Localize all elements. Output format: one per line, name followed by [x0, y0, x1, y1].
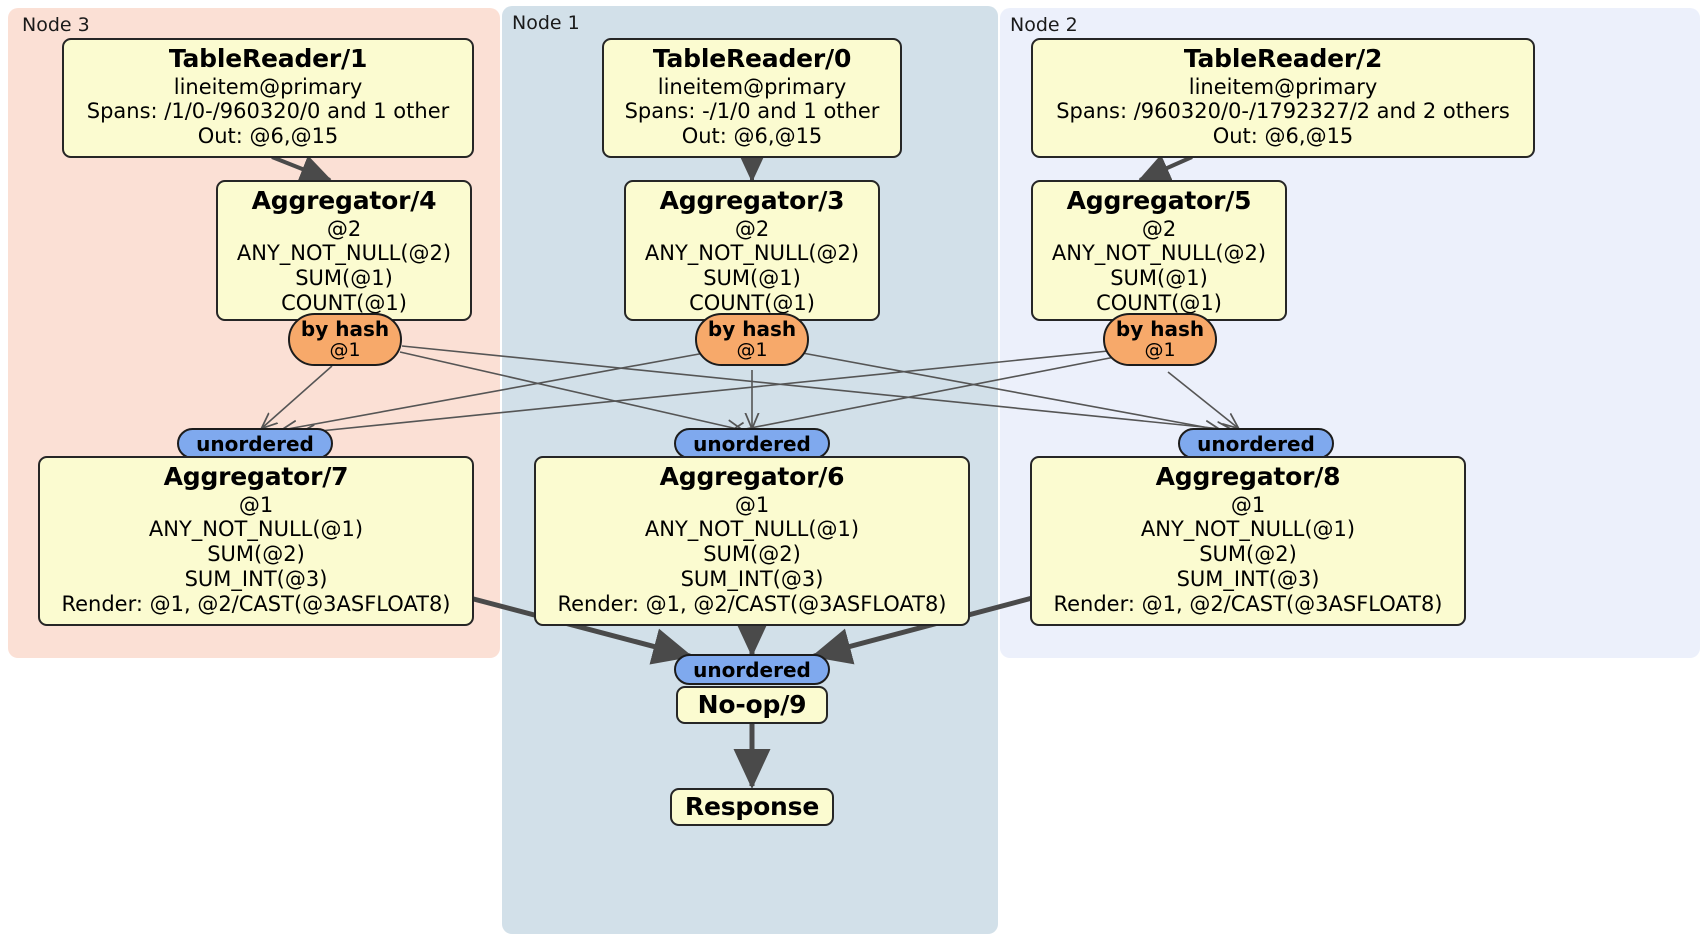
synchronizer-title: unordered [1197, 431, 1315, 456]
processor-detail: SUM(@2) [207, 542, 305, 567]
processor-detail: Render: @1, @2/CAST(@3ASFLOAT8) [557, 591, 947, 616]
processor-detail: SUM(@1) [295, 266, 393, 291]
processor-detail: Spans: /1/0-/960320/0 and 1 other [86, 99, 450, 124]
processor-aggregator-3[interactable]: Aggregator/3 @2 ANY_NOT_NULL(@2) SUM(@1)… [624, 180, 880, 321]
processor-title: No-op/9 [697, 690, 807, 720]
processor-title: Aggregator/7 [163, 462, 349, 491]
processor-title: Aggregator/3 [659, 186, 845, 215]
processor-title: Response [684, 792, 820, 822]
processor-detail: ANY_NOT_NULL(@1) [148, 517, 364, 542]
router-sub: @1 [329, 339, 361, 362]
processor-title: TableReader/1 [168, 44, 368, 73]
node-label-node2: Node 2 [1010, 14, 1078, 36]
processor-detail: SUM_INT(@3) [184, 566, 328, 591]
synchronizer-unordered-middle[interactable]: unordered [674, 428, 830, 459]
processor-detail: Render: @1, @2/CAST(@3ASFLOAT8) [1053, 591, 1443, 616]
processor-detail: Out: @6,@15 [197, 124, 339, 149]
processor-detail: SUM(@1) [703, 266, 801, 291]
router-sub: @1 [1144, 339, 1176, 362]
processor-aggregator-5[interactable]: Aggregator/5 @2 ANY_NOT_NULL(@2) SUM(@1)… [1031, 180, 1287, 321]
synchronizer-title: unordered [196, 431, 314, 456]
processor-detail: Out: @6,@15 [681, 124, 823, 149]
synchronizer-title: unordered [693, 657, 811, 682]
processor-detail: lineitem@primary [1188, 74, 1378, 99]
processor-detail: SUM(@2) [703, 542, 801, 567]
processor-title: Aggregator/6 [659, 462, 845, 491]
processor-detail: COUNT(@1) [281, 290, 407, 315]
processor-aggregator-4[interactable]: Aggregator/4 @2 ANY_NOT_NULL(@2) SUM(@1)… [216, 180, 472, 321]
processor-detail: @2 [326, 216, 362, 241]
processor-detail: lineitem@primary [173, 74, 363, 99]
processor-detail: Render: @1, @2/CAST(@3ASFLOAT8) [61, 591, 451, 616]
processor-detail: @1 [1230, 492, 1266, 517]
synchronizer-unordered-right[interactable]: unordered [1178, 428, 1334, 459]
processor-aggregator-7[interactable]: Aggregator/7 @1 ANY_NOT_NULL(@1) SUM(@2)… [38, 456, 474, 626]
synchronizer-unordered-left[interactable]: unordered [177, 428, 333, 459]
processor-detail: ANY_NOT_NULL(@2) [644, 241, 860, 266]
processor-aggregator-8[interactable]: Aggregator/8 @1 ANY_NOT_NULL(@1) SUM(@2)… [1030, 456, 1466, 626]
synchronizer-title: unordered [693, 431, 811, 456]
processor-tablereader-1[interactable]: TableReader/1 lineitem@primary Spans: /1… [62, 38, 474, 158]
processor-response[interactable]: Response [670, 788, 834, 826]
processor-detail: Spans: -/1/0 and 1 other [624, 99, 880, 124]
processor-detail: SUM(@1) [1110, 266, 1208, 291]
router-by-hash-middle[interactable]: by hash @1 [695, 313, 809, 366]
processor-detail: lineitem@primary [657, 74, 847, 99]
router-title: by hash [300, 317, 390, 342]
processor-detail: COUNT(@1) [1096, 290, 1222, 315]
processor-title: Aggregator/8 [1155, 462, 1341, 491]
processor-detail: Out: @6,@15 [1212, 124, 1354, 149]
processor-detail: SUM_INT(@3) [680, 566, 824, 591]
processor-title: TableReader/2 [1183, 44, 1383, 73]
processor-detail: Spans: /960320/0-/1792327/2 and 2 others [1056, 99, 1510, 124]
processor-detail: ANY_NOT_NULL(@2) [1051, 241, 1267, 266]
router-by-hash-left[interactable]: by hash @1 [288, 313, 402, 366]
processor-title: Aggregator/5 [1066, 186, 1252, 215]
processor-noop-9[interactable]: No-op/9 [676, 686, 828, 724]
router-sub: @1 [736, 339, 768, 362]
processor-detail: ANY_NOT_NULL(@2) [236, 241, 452, 266]
processor-tablereader-2[interactable]: TableReader/2 lineitem@primary Spans: /9… [1031, 38, 1535, 158]
processor-detail: SUM(@2) [1199, 542, 1297, 567]
node-label-node3: Node 3 [22, 14, 90, 36]
processor-detail: SUM_INT(@3) [1176, 566, 1320, 591]
router-title: by hash [1115, 317, 1205, 342]
processor-tablereader-0[interactable]: TableReader/0 lineitem@primary Spans: -/… [602, 38, 902, 158]
processor-title: TableReader/0 [652, 44, 852, 73]
processor-detail: ANY_NOT_NULL(@1) [644, 517, 860, 542]
router-by-hash-right[interactable]: by hash @1 [1103, 313, 1217, 366]
processor-detail: @1 [238, 492, 274, 517]
processor-detail: @1 [734, 492, 770, 517]
processor-detail: @2 [734, 216, 770, 241]
node-label-node1: Node 1 [512, 12, 580, 34]
router-title: by hash [707, 317, 797, 342]
synchronizer-unordered-final[interactable]: unordered [674, 654, 830, 685]
processor-aggregator-6[interactable]: Aggregator/6 @1 ANY_NOT_NULL(@1) SUM(@2)… [534, 456, 970, 626]
processor-detail: COUNT(@1) [689, 290, 815, 315]
processor-detail: ANY_NOT_NULL(@1) [1140, 517, 1356, 542]
processor-title: Aggregator/4 [251, 186, 437, 215]
processor-detail: @2 [1141, 216, 1177, 241]
